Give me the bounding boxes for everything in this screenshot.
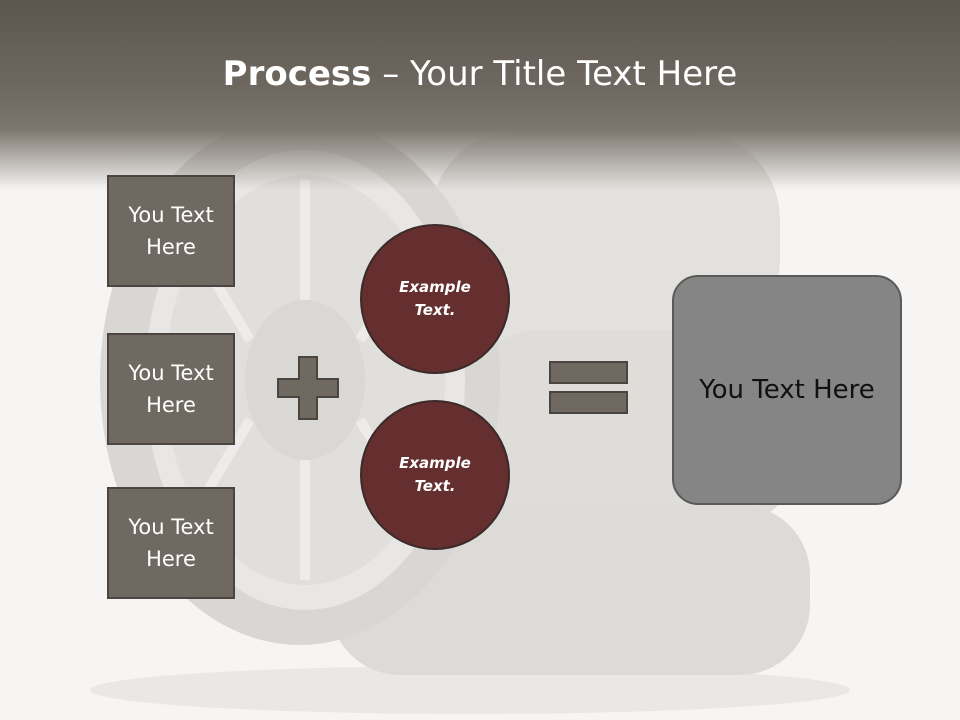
- equals-icon: [549, 361, 628, 414]
- example-circle-2[interactable]: Example Text.: [360, 400, 510, 550]
- text-box-1-label: You Text Here: [128, 203, 214, 259]
- example-circle-2-label: Example Text.: [399, 454, 471, 495]
- slide-title: Process – Your Title Text Here: [0, 52, 960, 96]
- text-box-2-label: You Text Here: [128, 361, 214, 417]
- example-circle-1[interactable]: Example Text.: [360, 224, 510, 374]
- text-box-2[interactable]: You Text Here: [107, 333, 235, 445]
- example-circle-1-label: Example Text.: [399, 278, 471, 319]
- text-box-3-label: You Text Here: [128, 515, 214, 571]
- result-box-label: You Text Here: [699, 375, 875, 405]
- text-box-3[interactable]: You Text Here: [107, 487, 235, 599]
- text-box-1[interactable]: You Text Here: [107, 175, 235, 287]
- title-dash: –: [371, 54, 411, 94]
- title-bold: Process: [222, 54, 372, 94]
- title-bar: [0, 0, 960, 190]
- result-box[interactable]: You Text Here: [672, 275, 902, 505]
- plus-icon: [277, 356, 339, 420]
- title-rest: Your Title Text Here: [410, 54, 738, 94]
